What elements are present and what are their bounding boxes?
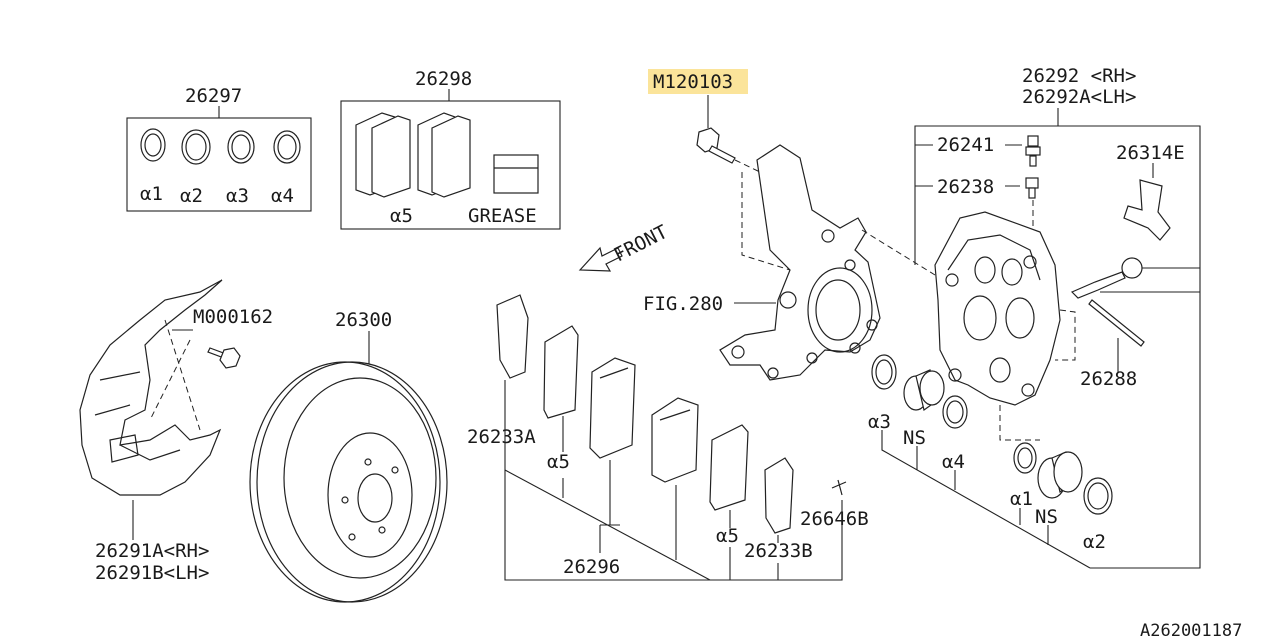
seal-ring-a4-part-icon — [942, 395, 968, 429]
caliper-rh-part-number[interactable]: 26292 <RH> — [1022, 65, 1136, 87]
caliper-pin-icon — [1088, 299, 1145, 347]
seal-ring-a1-part-icon — [1013, 442, 1037, 474]
bleeder-screw-icon — [1025, 135, 1041, 167]
seal-ring-a4-icon — [273, 130, 301, 164]
front-arrow: FRONT — [578, 221, 671, 272]
piston-ns-right-icon — [1037, 451, 1083, 499]
shim-a5-left-label: α5 — [547, 451, 570, 473]
grease-pack-icon — [493, 154, 539, 194]
pad-spring-icon — [1123, 179, 1171, 241]
outer-shim-b-icon — [764, 457, 794, 534]
seal-label-a4: α4 — [271, 185, 294, 207]
pad-set-part-number[interactable]: 26296 — [563, 556, 620, 578]
seal-ring-a3-icon — [227, 130, 255, 164]
pad-kit-group[interactable]: 26298 α5 GREASE — [340, 68, 561, 230]
piston-ns-left-icon — [903, 369, 945, 412]
seal-kit-group[interactable]: 26297 α1 α2 α3 α4 — [126, 85, 312, 212]
pin-head-icon — [1070, 257, 1143, 299]
pad-clip-icon — [831, 479, 847, 496]
shim-a5-right-label: α5 — [716, 525, 739, 547]
label-ns-left: NS — [903, 427, 926, 449]
seal-ring-a2-icon — [181, 129, 211, 165]
bleeder-plug-part-number[interactable]: 26238 — [937, 176, 994, 198]
front-label: FRONT — [610, 221, 671, 267]
knuckle-bolt-part-number[interactable]: M120103 — [653, 71, 733, 93]
shim-a5-left-icon — [543, 325, 579, 419]
grease-label: GREASE — [468, 205, 537, 227]
shim-b-part-number[interactable]: 26233B — [744, 540, 813, 562]
shim-a5-right-icon — [709, 424, 749, 511]
seal-ring-a3-part-icon — [871, 354, 897, 390]
cover-bolt-part-number[interactable]: M000162 — [193, 306, 273, 328]
brake-pad-left-icon — [589, 357, 636, 459]
caliper-body-icon[interactable] — [934, 211, 1061, 406]
shim-a-part-number[interactable]: 26233A — [467, 426, 536, 448]
brake-rotor-icon[interactable] — [249, 361, 448, 603]
caliper-lh-part-number[interactable]: 26292A<LH> — [1022, 86, 1136, 108]
seal-kit-part-number[interactable]: 26297 — [185, 85, 242, 107]
label-a4: α4 — [942, 451, 965, 473]
seal-label-a1: α1 — [140, 183, 163, 205]
label-ns-right: NS — [1035, 506, 1058, 528]
dust-cover-icon[interactable] — [79, 279, 223, 496]
rotor-part-number[interactable]: 26300 — [335, 309, 392, 331]
shim-plate-icon — [355, 112, 471, 198]
label-a3: α3 — [868, 411, 891, 433]
pad-spring-part-number[interactable]: 26314E — [1116, 142, 1185, 164]
brake-pad-right-icon — [651, 397, 699, 483]
bleeder-screw-part-number[interactable]: 26241 — [937, 134, 994, 156]
seal-label-a2: α2 — [180, 185, 203, 207]
seal-label-a3: α3 — [226, 185, 249, 207]
pad-kit-part-number[interactable]: 26298 — [415, 68, 472, 90]
dust-cover-rh-part-number[interactable]: 26291A<RH> — [95, 540, 209, 562]
pad-kit-box — [340, 100, 561, 230]
outer-shim-a-icon — [496, 294, 529, 379]
label-a1: α1 — [1010, 488, 1033, 510]
highlight-box — [648, 69, 748, 94]
dust-cover-lh-part-number[interactable]: 26291B<LH> — [95, 562, 209, 584]
knuckle-fig-reference[interactable]: FIG.280 — [643, 293, 723, 315]
seal-ring-a1-icon — [140, 128, 166, 162]
knuckle-bolt-icon — [696, 127, 736, 164]
pad-kit-label-a5: α5 — [390, 205, 413, 227]
seal-kit-box — [126, 117, 312, 212]
steering-knuckle-icon[interactable] — [719, 144, 881, 381]
label-a2: α2 — [1083, 531, 1106, 553]
caliper-pin-part-number[interactable]: 26288 — [1080, 368, 1137, 390]
cover-bolt-icon — [207, 347, 241, 369]
pad-clip-part-number[interactable]: 26646B — [800, 508, 869, 530]
bleeder-plug-icon — [1025, 177, 1039, 199]
seal-ring-a2-part-icon — [1083, 477, 1113, 515]
diagram-reference-number: A262001187 — [1140, 621, 1242, 640]
